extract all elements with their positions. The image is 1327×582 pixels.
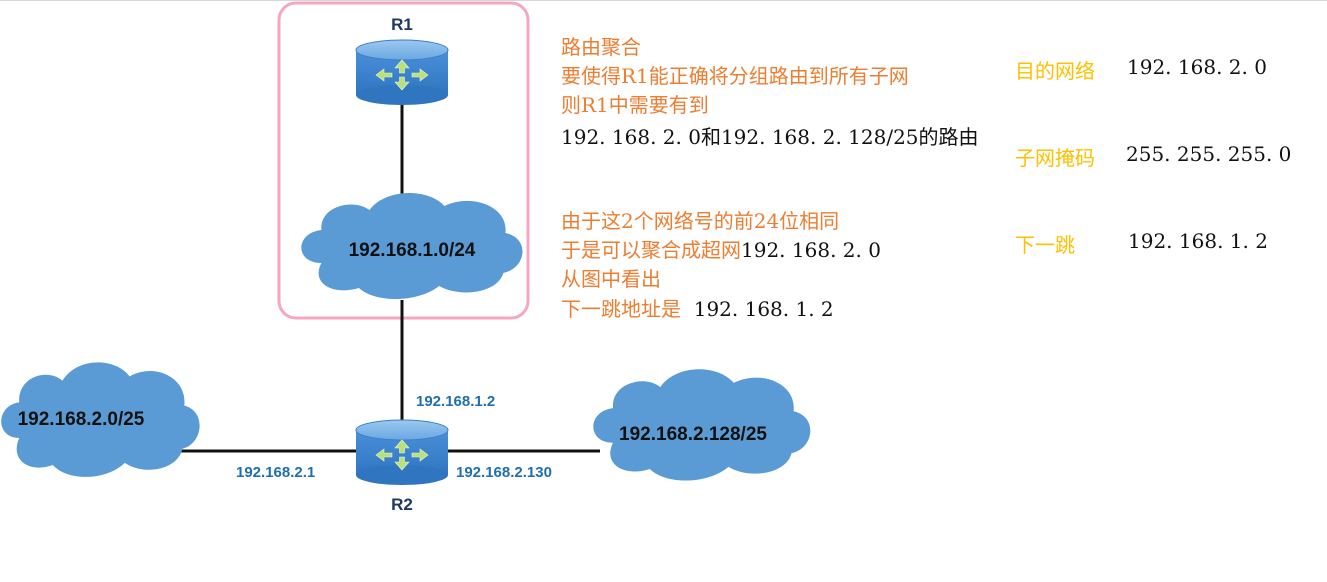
- cloud-label-left: 192.168.2.0/25: [18, 409, 145, 430]
- cloud-label-core: 192.168.1.0/24: [349, 240, 476, 261]
- note-line: 192. 168. 2. 0和192. 168. 2. 128/25的路由: [561, 125, 979, 149]
- ip-label-r2-right: 192.168.2.130: [456, 464, 552, 481]
- note-line: 下一跳地址是 192. 168. 1. 2: [561, 296, 834, 322]
- router-icon: [355, 419, 449, 486]
- note-line: 要使得R1能正确将分组路由到所有子网: [561, 64, 909, 88]
- note-line: 由于这2个网络号的前24位相同: [561, 209, 840, 233]
- note-line: 从图中看出: [561, 267, 661, 291]
- cloud-label-right: 192.168.2.128/25: [619, 424, 767, 445]
- top-border: [0, 0, 1327, 1]
- note-value: 192. 168. 2. 0: [741, 238, 881, 262]
- note-line: 则R1中需要有到: [561, 93, 709, 117]
- route-dest-label: 目的网络: [1015, 59, 1095, 83]
- route-dest-value: 192. 168. 2. 0: [1127, 55, 1267, 79]
- router-icon: [355, 39, 449, 106]
- note-text: 下一跳地址是: [561, 297, 681, 321]
- route-hop-value: 192. 168. 1. 2: [1128, 229, 1268, 253]
- note-title: 路由聚合: [561, 35, 641, 59]
- ip-label-r2-left: 192.168.2.1: [236, 464, 315, 481]
- router-name-r2: R2: [391, 495, 413, 514]
- router-name-r1: R1: [391, 15, 413, 34]
- route-mask-value: 255. 255. 255. 0: [1126, 142, 1292, 166]
- note-value: 192. 168. 1. 2: [693, 297, 834, 321]
- route-mask-label: 子网掩码: [1015, 146, 1095, 170]
- ip-label-r2-top: 192.168.1.2: [416, 393, 495, 410]
- note-line: 于是可以聚合成超网192. 168. 2. 0: [561, 237, 881, 263]
- note-text: 于是可以聚合成超网: [561, 238, 741, 262]
- route-hop-label: 下一跳: [1015, 233, 1075, 257]
